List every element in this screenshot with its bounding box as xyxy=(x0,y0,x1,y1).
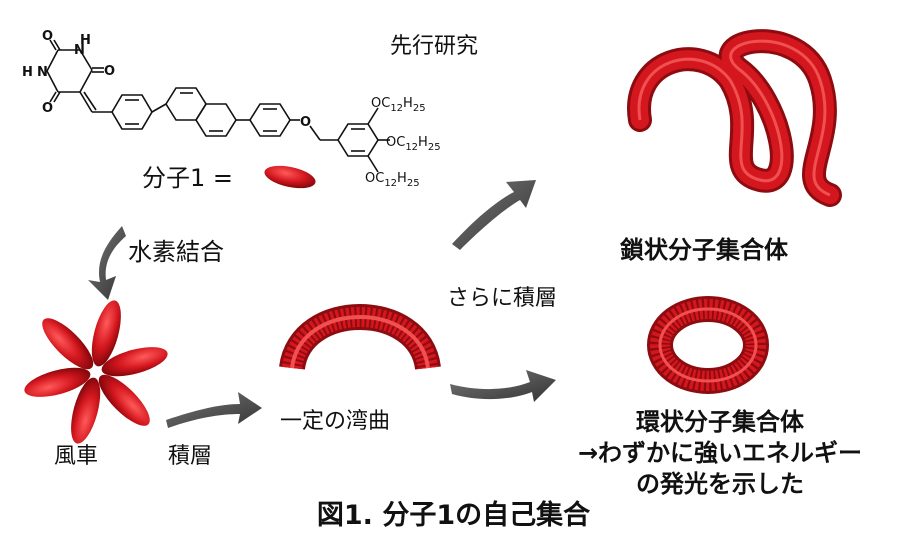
chain-aggregate xyxy=(627,29,842,207)
oc-1-n: 12 xyxy=(390,103,403,114)
chain-aggregate-label: 鎖状分子集合体 xyxy=(620,236,788,264)
pinwheel-aggregate xyxy=(24,300,168,444)
o-bottom-atom: O xyxy=(42,101,53,116)
h1-atom: H xyxy=(80,33,91,48)
arrow-to-ring xyxy=(450,370,556,402)
o-right-atom: O xyxy=(104,64,115,79)
n2-atom: N xyxy=(37,65,48,80)
arrow-to-chain xyxy=(452,180,536,250)
ring-line-1: 環状分子集合体 xyxy=(636,408,804,436)
o-ether-atom: O xyxy=(300,115,311,130)
oc-2-h: H xyxy=(418,135,428,150)
oc-3-n: 12 xyxy=(384,178,397,189)
oc-3-h: H xyxy=(397,171,407,186)
h2-atom: H xyxy=(22,65,33,80)
figure-caption: 図1. 分子1の自己集合 xyxy=(316,500,591,531)
oc-2-m: 25 xyxy=(428,142,441,153)
oc-1: OC xyxy=(371,96,390,111)
further-stacking-label: さらに積層 xyxy=(447,286,558,311)
svg-text:OC12H25: OC12H25 xyxy=(386,135,441,153)
ring-line-3: の発光を示した xyxy=(636,470,804,498)
molecule-label: 分子1 = xyxy=(142,164,234,192)
arrow-stacking xyxy=(166,392,262,428)
oc-3: OC xyxy=(365,171,384,186)
hydrogen-bond-label: 水素結合 xyxy=(128,238,224,266)
ring-aggregate-label: 環状分子集合体 →わずかに強いエネルギー の発光を示した xyxy=(545,407,895,500)
svg-text:OC12H25: OC12H25 xyxy=(365,171,420,189)
oc-1-m: 25 xyxy=(413,103,426,114)
o-top-atom: O xyxy=(42,29,53,44)
oc-2-n: 12 xyxy=(405,142,418,153)
bent-aggregate xyxy=(279,304,441,371)
arrow-hydrogen-bond xyxy=(88,226,126,300)
svg-text:OC12H25: OC12H25 xyxy=(371,96,426,114)
n1-atom: N xyxy=(74,43,85,58)
molecule-pill xyxy=(264,165,316,189)
pinwheel-label: 風車 xyxy=(54,444,99,469)
ring-line-2: →わずかに強いエネルギー xyxy=(577,439,863,467)
oc-2: OC xyxy=(386,135,405,150)
prior-research-label: 先行研究 xyxy=(390,34,479,59)
oc-3-m: 25 xyxy=(407,178,420,189)
stacking-label: 積層 xyxy=(168,444,213,469)
oc-1-h: H xyxy=(403,96,413,111)
constant-bend-label: 一定の湾曲 xyxy=(280,409,391,434)
ring-aggregate xyxy=(647,296,769,394)
